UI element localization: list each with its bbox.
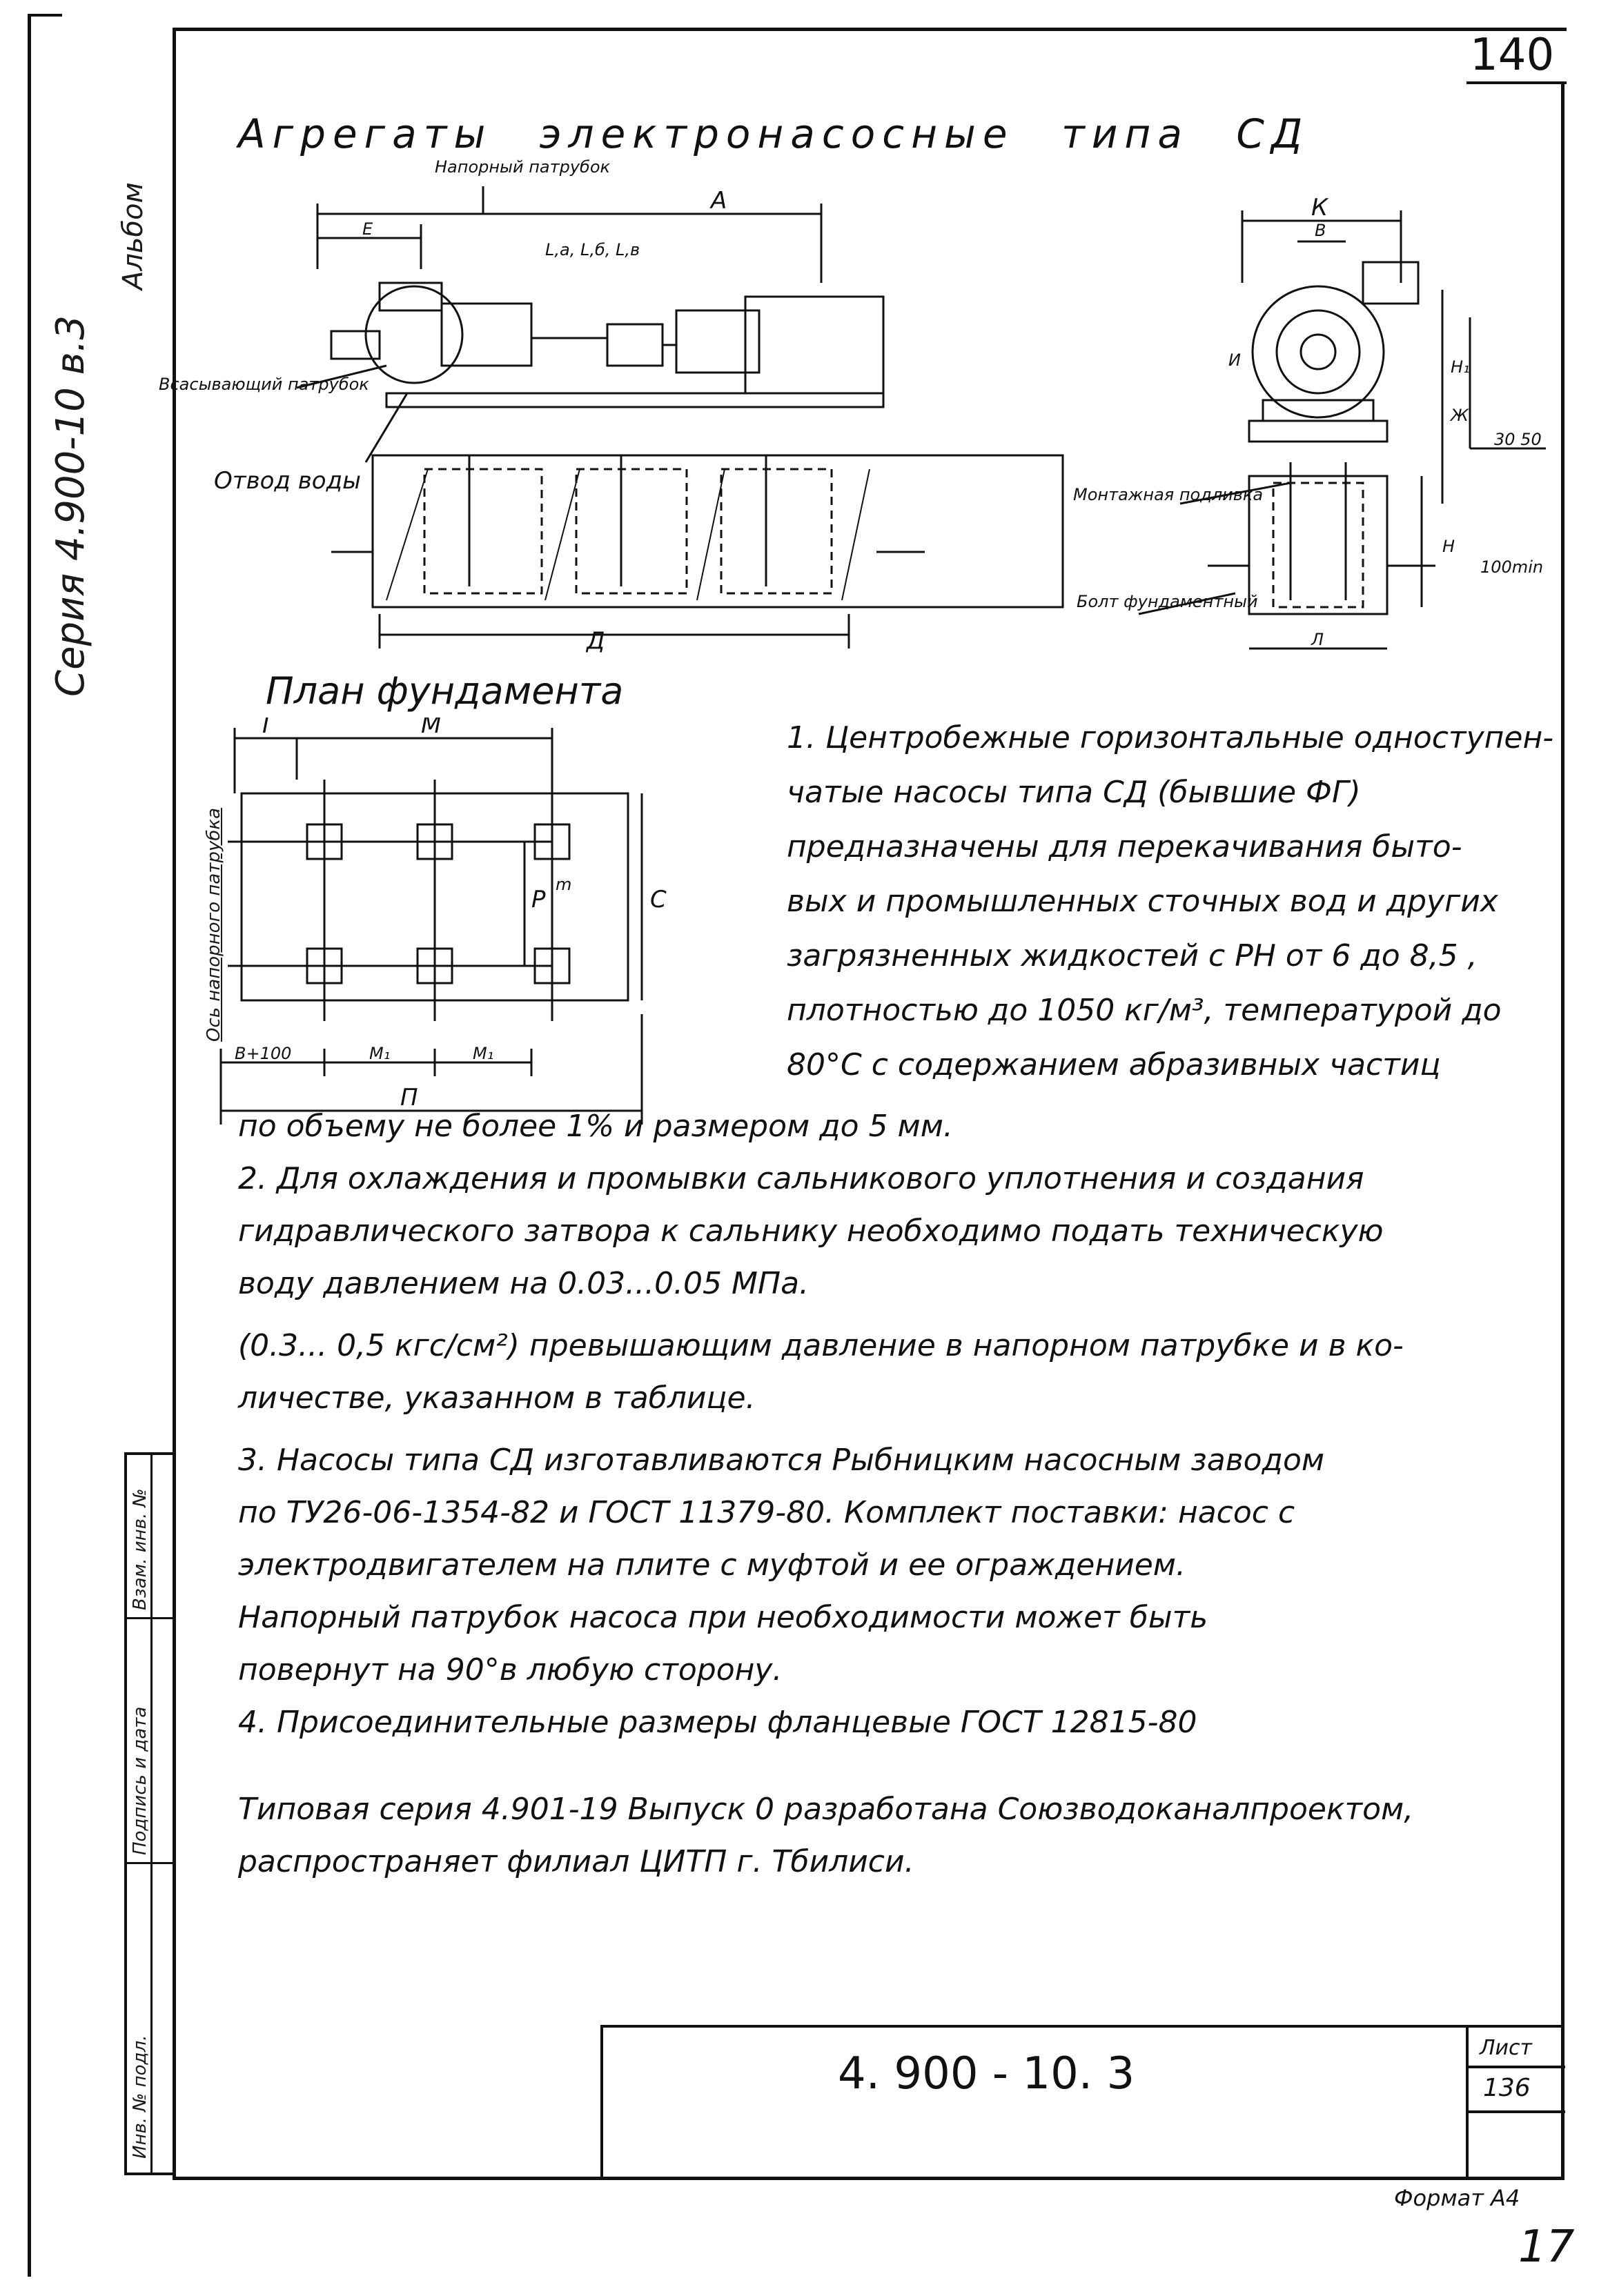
label-dim-k: К xyxy=(1311,194,1329,221)
note-3-line-2: по ТУ26-06-1354-82 и ГОСТ 11379-80. Комп… xyxy=(238,1495,1295,1530)
top-border-page xyxy=(28,14,62,17)
footer-line-1: Типовая серия 4.901-19 Выпуск 0 разработ… xyxy=(238,1792,1414,1827)
plan-dim-g: Г xyxy=(262,718,277,739)
plan-dim-s: С xyxy=(650,886,667,913)
plan-axis-label: Ось напорного патрубка xyxy=(204,807,224,1042)
series-label: Серия 4.900-10 в.3 xyxy=(48,315,93,697)
title-stamp: 4. 900 - 10. 3 Лист 136 xyxy=(600,2025,1565,2179)
sheet-number: 136 xyxy=(1483,2074,1531,2102)
note-2-line-1: 2. Для охлаждения и промывки сальниковог… xyxy=(238,1161,1364,1196)
plan-dim-m-small: m xyxy=(556,875,571,894)
note-1-tail: по объему не более 1% и размером до 5 мм… xyxy=(238,1109,953,1144)
note-3-line-4: Напорный патрубок насоса при необходимос… xyxy=(238,1600,1208,1635)
label-dim-30-50: 30 50 xyxy=(1494,430,1542,449)
note-1-line-3: предназначены для перекачивания быто- xyxy=(787,829,1462,864)
label-dim-100: 100min xyxy=(1480,557,1543,577)
label-dim-h: Н xyxy=(1442,537,1455,556)
note-1-line-7: 80°С с содержанием абразивных частиц xyxy=(787,1047,1441,1082)
side-stamp-cell-3: Инв. № подл. xyxy=(130,2035,150,2159)
label-dim-i: И xyxy=(1228,350,1241,370)
note-1-line-1: 1. Центробежные горизонтальные одноступе… xyxy=(787,720,1554,755)
label-dim-a: А xyxy=(709,187,727,215)
label-mounting-pad: Монтажная подливка xyxy=(1073,485,1263,504)
corner-mark: 17 xyxy=(1518,2221,1575,2273)
label-dim-h1: Н₁ xyxy=(1451,357,1470,377)
label-dim-e: Е xyxy=(362,219,373,239)
note-3-line-5: повернут на 90°в любую сторону. xyxy=(238,1652,783,1688)
plan-dim-m1a: М₁ xyxy=(369,1044,390,1063)
label-dim-l: Л xyxy=(1311,630,1324,649)
sheet-label: Лист xyxy=(1480,2036,1533,2060)
pump-drawings: Напорный патрубок А Е L,а, L,б, L,в Всас… xyxy=(159,159,1546,655)
note-3-line-1: 3. Насосы типа СД изготавливаются Рыбниц… xyxy=(238,1443,1325,1478)
foundation-plan: Г М Р С m В+100 М₁ М₁ П xyxy=(219,718,667,1125)
note-2-extra-1: (0.3... 0,5 кгс/см²) превышающим давлени… xyxy=(238,1328,1404,1363)
outer-border-left xyxy=(28,14,31,2277)
note-2-line-3: воду давлением на 0.03...0.05 МПа. xyxy=(238,1266,810,1301)
note-1-line-2: чатые насосы типа СД (бывшие ФГ) xyxy=(787,775,1361,810)
plan-dim-p-total: П xyxy=(400,1084,418,1111)
plan-dim-b100: В+100 xyxy=(235,1044,291,1063)
note-1: 1. Центробежные горизонтальные одноступе… xyxy=(787,711,1553,1092)
note-1-line-4: вых и промышленных сточных вод и других xyxy=(787,884,1498,919)
main-frame-left xyxy=(173,28,176,2180)
label-pressure-nozzle: Напорный патрубок xyxy=(435,159,611,177)
notes-body: по объему не более 1% и размером до 5 мм… xyxy=(238,1100,1413,1888)
plan-dim-p: Р xyxy=(531,886,546,913)
label-dim-zh: Ж xyxy=(1449,406,1469,425)
label-water-drain: Отвод воды xyxy=(214,467,361,495)
plan-title: План фундамента xyxy=(266,669,624,713)
format-label: Формат А4 xyxy=(1394,2185,1520,2211)
label-suction-nozzle: Всасывающий патрубок xyxy=(159,375,369,394)
note-1-line-6: плотностью до 1050 кг/м³, температурой д… xyxy=(787,993,1502,1028)
footer-line-2: распространяет филиал ЦИТП г. Тбилиси. xyxy=(238,1844,914,1879)
note-3-line-3: электродвигателем на плите с муфтой и ее… xyxy=(238,1547,1186,1583)
side-stamp-cell-2: Подпись и дата xyxy=(130,1706,150,1855)
label-dim-l-top: L,а, L,б, L,в xyxy=(545,240,640,259)
label-dim-v: В xyxy=(1315,221,1326,240)
note-2-line-2: гидравлического затвора к сальнику необх… xyxy=(238,1214,1384,1249)
top-border xyxy=(173,28,1567,31)
note-2-extra-2: личестве, указанном в таблице. xyxy=(238,1380,756,1416)
side-stamp-cell-1: Взам. инв. № xyxy=(130,1488,150,1610)
plan-dim-m1b: М₁ xyxy=(473,1044,493,1063)
label-foundation-bolt: Болт фундаментный xyxy=(1077,592,1258,611)
plan-dim-m: М xyxy=(421,718,441,739)
page-number: 140 xyxy=(1470,30,1555,81)
note-4: 4. Присоединительные размеры фланцевые Г… xyxy=(238,1705,1197,1740)
side-stamp: Взам. инв. № Подпись и дата Инв. № подл. xyxy=(124,1452,175,2175)
album-label: Альбом xyxy=(117,182,149,290)
doc-number: 4. 900 - 10. 3 xyxy=(838,2048,1135,2099)
main-frame-right xyxy=(1561,83,1564,2180)
page-number-rule xyxy=(1466,81,1567,84)
page-title: Агрегаты электронасосные типа СД xyxy=(238,110,1310,157)
note-1-line-5: загрязненных жидкостей с РН от 6 до 8,5 … xyxy=(787,938,1478,973)
label-dim-d: Д xyxy=(585,627,605,655)
main-frame-bottom xyxy=(173,2177,1564,2180)
